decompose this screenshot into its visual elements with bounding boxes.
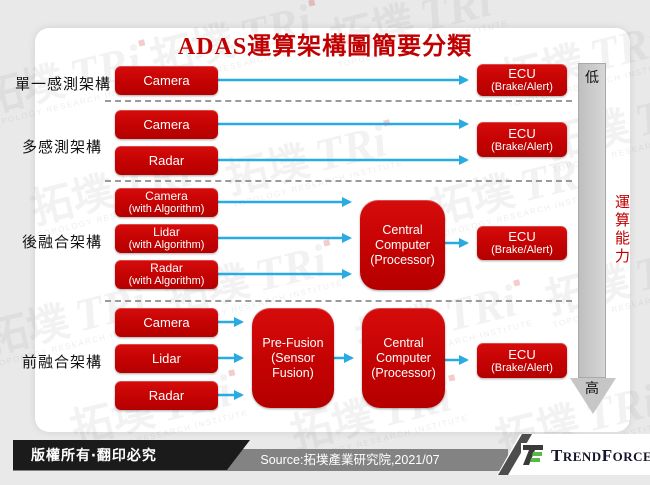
row-label-single-sensor: 單一感測架構 — [15, 76, 112, 93]
axis-title-computing-power: 運算能力 — [613, 194, 629, 266]
row-label-pre-fusion: 前融合架構 — [22, 354, 103, 371]
row-label-multi-sensor: 多感測架構 — [22, 139, 103, 156]
box-label: (Processor) — [370, 252, 435, 267]
box-lidar: Lidar — [115, 344, 218, 373]
box-central-computer: Central Computer (Processor) — [362, 308, 445, 408]
box-camera: Camera — [115, 66, 218, 95]
row-separator — [105, 180, 572, 182]
box-label: (Brake/Alert) — [491, 81, 553, 93]
box-ecu: ECU (Brake/Alert) — [477, 343, 567, 378]
box-camera-with-algorithm: Camera (with Algorithm) — [115, 188, 218, 217]
box-label: Camera — [143, 72, 190, 88]
box-label: (with Algorithm) — [128, 239, 205, 251]
box-label: ECU — [508, 125, 536, 141]
box-pre-fusion: Pre-Fusion (Sensor Fusion) — [252, 308, 334, 408]
box-label: Radar — [148, 387, 185, 403]
box-label: Computer — [376, 350, 431, 365]
computing-power-axis-arrowhead — [570, 378, 616, 414]
box-central-computer: Central Computer (Processor) — [360, 200, 445, 290]
axis-high-label: 高 — [585, 380, 599, 396]
box-label: Central — [382, 222, 423, 237]
box-camera: Camera — [115, 308, 218, 337]
axis-low-label: 低 — [585, 69, 599, 85]
box-label: Radar — [150, 261, 183, 275]
box-label: (Brake/Alert) — [491, 361, 553, 374]
box-label: Computer — [375, 237, 430, 252]
box-radar-with-algorithm: Radar (with Algorithm) — [115, 260, 218, 289]
row-separator — [105, 300, 572, 302]
box-label: (Processor) — [371, 365, 436, 380]
box-label: ECU — [508, 66, 536, 81]
box-ecu: ECU (Brake/Alert) — [477, 122, 567, 157]
box-label: Fusion) — [272, 365, 314, 380]
row-separator — [105, 100, 572, 102]
box-label: (with Algorithm) — [128, 203, 205, 215]
box-label: Radar — [148, 152, 185, 168]
box-label: Pre-Fusion — [262, 335, 324, 350]
computing-power-axis-bar — [578, 63, 606, 378]
box-label: (with Algorithm) — [128, 275, 205, 287]
box-radar: Radar — [115, 381, 218, 410]
box-label: (Brake/Alert) — [491, 244, 553, 256]
box-camera: Camera — [115, 110, 218, 139]
box-ecu: ECU (Brake/Alert) — [477, 226, 567, 260]
box-label: Camera — [145, 189, 188, 203]
box-label: ECU — [508, 229, 536, 244]
box-label: Camera — [143, 116, 190, 132]
box-radar: Radar — [115, 146, 218, 175]
box-label: Camera — [143, 314, 190, 330]
box-label: Lidar — [152, 350, 181, 366]
box-label: (Sensor — [271, 350, 315, 365]
page-title: ADAS運算架構圖簡要分類 — [177, 34, 473, 60]
box-label: ECU — [508, 346, 536, 362]
box-lidar-with-algorithm: Lidar (with Algorithm) — [115, 224, 218, 253]
box-label: Central — [383, 335, 424, 350]
row-label-post-fusion: 後融合架構 — [22, 234, 103, 251]
box-label: Lidar — [153, 225, 180, 239]
box-ecu: ECU (Brake/Alert) — [477, 64, 567, 96]
box-label: (Brake/Alert) — [491, 140, 553, 153]
